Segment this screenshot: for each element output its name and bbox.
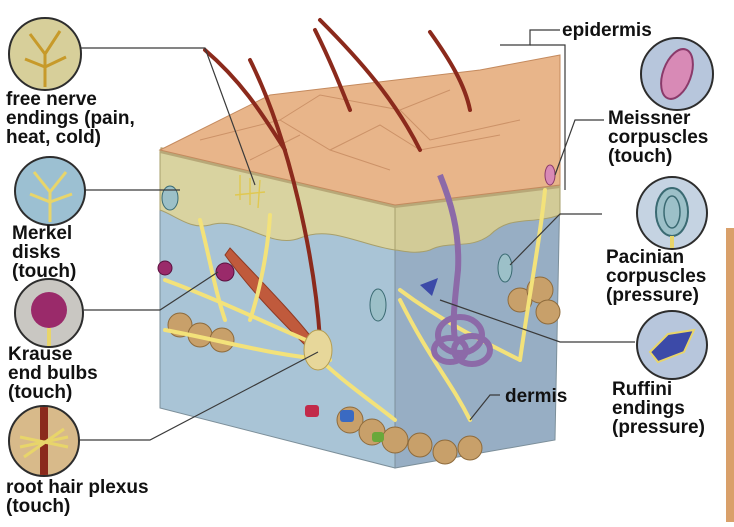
- free-nerve-endings-thumbnail: [8, 17, 82, 91]
- sweat-gland-coil: [431, 314, 493, 367]
- hair-bulb: [303, 329, 333, 371]
- pacinian-in-block-a: [369, 288, 387, 322]
- free-nerve-branches: [234, 175, 266, 209]
- merkel-disks-label: Merkel disks (touch): [12, 223, 77, 282]
- pacinian-corpuscles-thumbnail: [636, 176, 708, 250]
- meissner-in-block: [544, 164, 556, 186]
- krause-end-bulbs-label: Krause end bulbs (touch): [8, 344, 98, 403]
- krause-bulb-in-block: [215, 262, 235, 282]
- dermis-label: dermis: [505, 386, 568, 407]
- edge-photo-strip: [726, 228, 734, 522]
- merkel-disks-thumbnail: [14, 156, 86, 226]
- hair-shafts: [203, 18, 472, 342]
- vein-cross: [340, 410, 354, 422]
- root-hair-plexus-label: root hair plexus (touch): [6, 477, 149, 517]
- krause-bulb-small: [157, 260, 173, 276]
- krause-end-bulbs-thumbnail: [14, 278, 84, 348]
- sweat-duct: [437, 173, 462, 341]
- lymph-cross: [372, 432, 384, 442]
- merkel-in-block: [161, 185, 179, 211]
- meissner-corpuscles-thumbnail: [640, 37, 714, 111]
- pacinian-corpuscles-label: Pacinian corpuscles (pressure): [606, 247, 707, 306]
- surface-creases: [199, 89, 521, 171]
- leader-lines: [76, 29, 635, 441]
- epidermis-front-band: [159, 149, 396, 251]
- epidermis-label: epidermis: [562, 20, 652, 41]
- skin-surface: [158, 54, 561, 206]
- meissner-corpuscles-label: Meissner corpuscles (touch): [608, 108, 709, 167]
- pacinian-in-block-b: [497, 253, 513, 283]
- root-hair-plexus-thumbnail: [8, 405, 80, 477]
- artery-cross: [305, 405, 319, 417]
- free-nerve-endings-label: free nerve endings (pain, heat, cold): [6, 89, 135, 148]
- ruffini-endings-thumbnail: [636, 310, 708, 380]
- ruffini-endings-label: Ruffini endings (pressure): [612, 379, 705, 438]
- ruffini-in-block: [420, 278, 438, 296]
